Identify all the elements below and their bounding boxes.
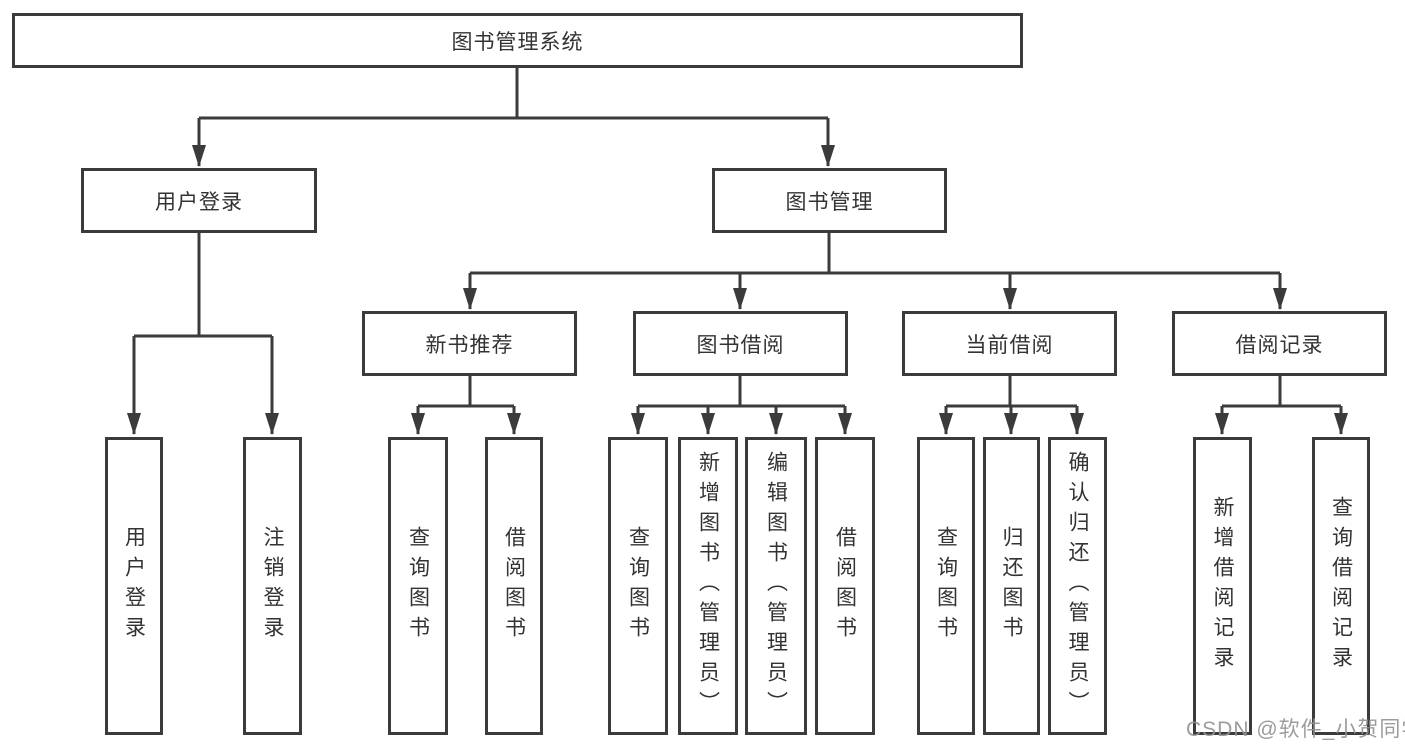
watermark: CSDN @软件_小贺同学 bbox=[1186, 718, 1405, 741]
leaf-logout: 注销登录 bbox=[243, 437, 302, 735]
node-current-borrowing: 当前借阅 bbox=[902, 311, 1117, 376]
leaf-borrow-books-borrowing: 借阅图书 bbox=[815, 437, 875, 735]
leaf-query-borrow-record: 查询借阅记录 bbox=[1312, 437, 1370, 735]
node-book-borrowing: 图书借阅 bbox=[633, 311, 848, 376]
leaf-query-books-borrowing: 查询图书 bbox=[608, 437, 668, 735]
node-new-book-recommend: 新书推荐 bbox=[362, 311, 577, 376]
node-borrowing-records: 借阅记录 bbox=[1172, 311, 1387, 376]
node-book-management: 图书管理 bbox=[712, 168, 947, 233]
leaf-user-login: 用户登录 bbox=[105, 437, 163, 735]
node-user-login: 用户登录 bbox=[81, 168, 317, 233]
leaf-confirm-return-admin: 确认归还（管理员） bbox=[1048, 437, 1107, 735]
leaf-return-books: 归还图书 bbox=[983, 437, 1040, 735]
leaf-add-books-admin: 新增图书（管理员） bbox=[678, 437, 738, 735]
leaf-add-borrow-record: 新增借阅记录 bbox=[1193, 437, 1252, 735]
leaf-borrow-books-recommend: 借阅图书 bbox=[485, 437, 543, 735]
leaf-query-books-recommend: 查询图书 bbox=[388, 437, 448, 735]
leaf-edit-books-admin: 编辑图书（管理员） bbox=[745, 437, 807, 735]
leaf-query-books-current: 查询图书 bbox=[917, 437, 975, 735]
node-library-system: 图书管理系统 bbox=[12, 13, 1023, 68]
